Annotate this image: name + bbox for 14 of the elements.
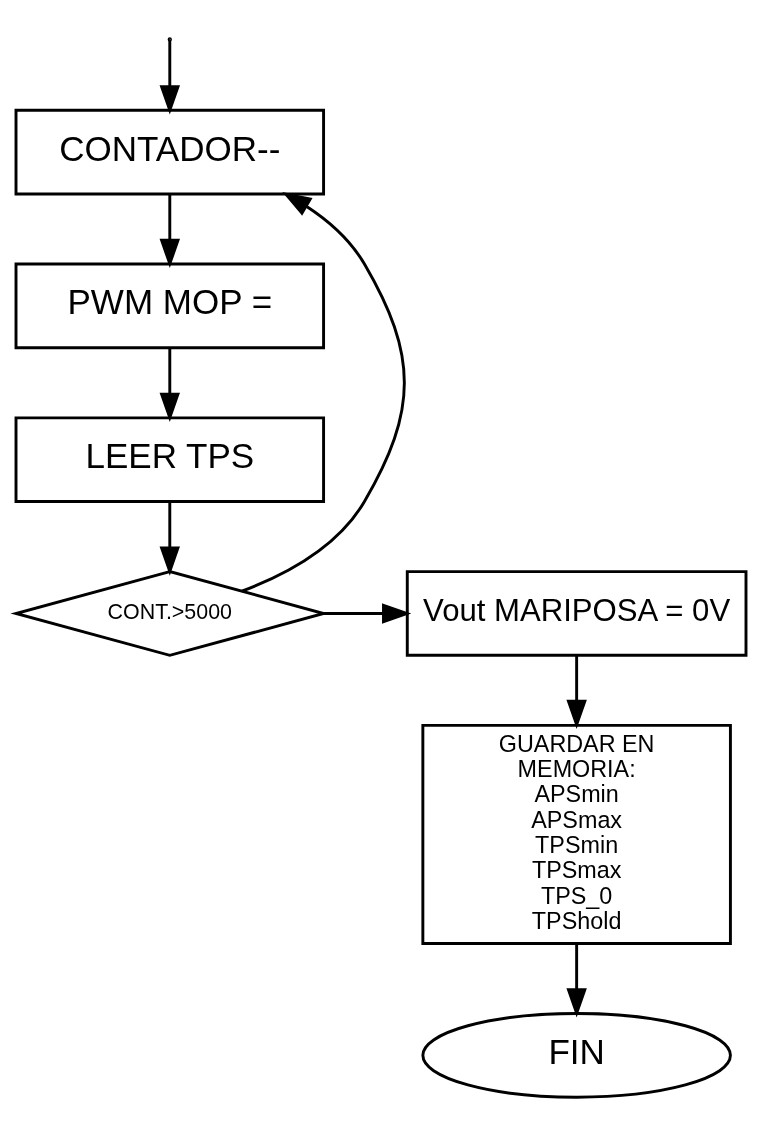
node-ellipse: FIN <box>421 1012 732 1099</box>
node-box: Vout MARIPOSA = 0V <box>405 570 748 657</box>
arrow <box>566 943 587 1018</box>
arrow <box>159 348 181 422</box>
arrow <box>159 501 181 576</box>
node-box: CONTADOR-- <box>14 108 326 196</box>
node-box: LEER TPS <box>14 416 326 503</box>
arrow <box>159 40 181 115</box>
arrow <box>159 194 181 269</box>
arrow <box>323 603 412 624</box>
node-box: GUARDAR EN MEMORIA: APSmin APSmax TPSmin TPSmax TPS_0 TPShold <box>421 723 732 945</box>
node-box: PWM MOP = <box>14 262 326 350</box>
arrow <box>241 192 406 593</box>
arrow <box>566 655 587 729</box>
